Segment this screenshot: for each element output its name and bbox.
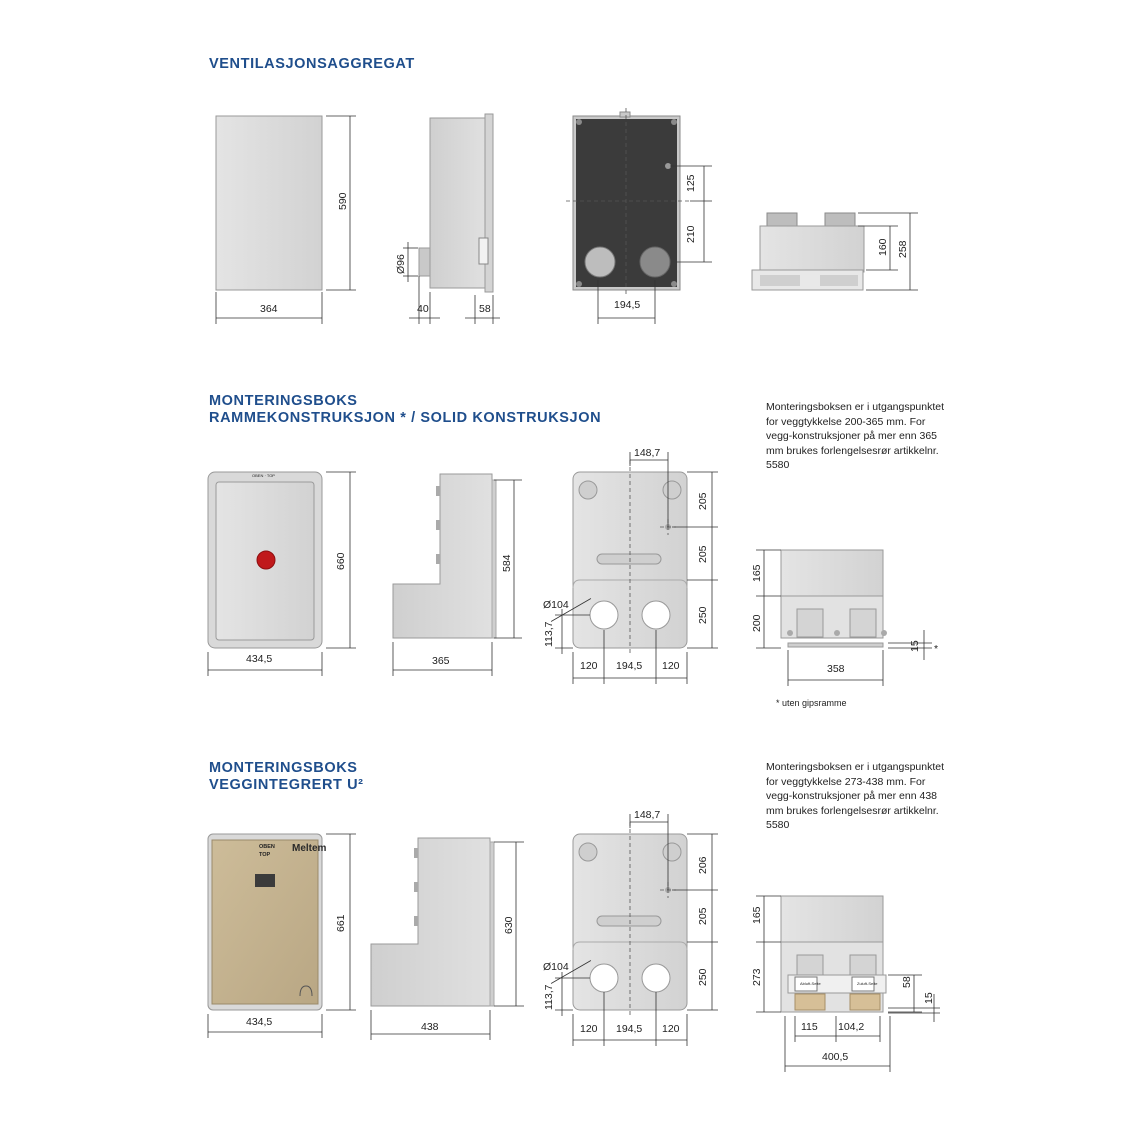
dim-box2-back-148-7: 148,7 bbox=[634, 809, 660, 821]
section-title-box2: MONTERINGSBOKS VEGGINTEGRERT U² bbox=[209, 760, 364, 794]
dim-unit-duct-diameter: Ø96 bbox=[395, 254, 407, 274]
box2-bottom-view bbox=[756, 895, 940, 1072]
dim-box2-back-194-5: 194,5 bbox=[616, 1023, 642, 1035]
dim-box1-back-120a: 120 bbox=[580, 660, 598, 672]
unit-front-view bbox=[215, 115, 356, 324]
dim-box1-side-584: 584 bbox=[501, 554, 513, 572]
dim-box2-bottom-273: 273 bbox=[751, 968, 763, 986]
unit-back-view bbox=[566, 108, 712, 324]
dim-box2-side-438: 438 bbox=[421, 1021, 439, 1033]
box2-label-abluft: Abluft-Seite bbox=[800, 981, 821, 986]
dim-box1-bottom-200: 200 bbox=[751, 614, 763, 632]
box2-side-view bbox=[370, 837, 524, 1040]
section-title-unit: VENTILASJONSAGGREGAT bbox=[209, 56, 415, 72]
dim-box2-back-205: 205 bbox=[697, 907, 709, 925]
dim-box2-width: 434,5 bbox=[246, 1016, 272, 1028]
dim-box2-bottom-115: 115 bbox=[801, 1021, 818, 1033]
dim-box2-bottom-58: 58 bbox=[901, 976, 913, 988]
dim-box1-back-d104: Ø104 bbox=[543, 599, 569, 611]
box1-side-view bbox=[392, 473, 522, 676]
dim-box1-back-250: 250 bbox=[697, 606, 709, 624]
dim-unit-side-58: 58 bbox=[479, 303, 491, 315]
dim-box2-bottom-104-2: 104,2 bbox=[838, 1021, 864, 1033]
box1-back-view bbox=[550, 452, 718, 684]
dim-box1-bottom-15: 15 bbox=[909, 640, 921, 652]
dim-box2-side-630: 630 bbox=[503, 916, 515, 934]
meltem-logo: Meltem bbox=[292, 843, 327, 854]
dim-unit-back-194-5: 194,5 bbox=[614, 299, 640, 311]
box2-front-view bbox=[207, 833, 356, 1038]
box2-back-view bbox=[550, 814, 718, 1046]
dim-box2-bottom-165: 165 bbox=[751, 906, 763, 924]
box1-front-view bbox=[207, 471, 356, 676]
dim-box2-bottom-15: 15 bbox=[923, 992, 935, 1004]
dim-box1-bottom-165: 165 bbox=[751, 564, 763, 582]
box2-title-line2: VEGGINTEGRERT U² bbox=[209, 777, 364, 793]
dim-unit-height: 590 bbox=[337, 192, 349, 210]
unit-bottom-view bbox=[751, 212, 918, 291]
dim-box1-back-205b: 205 bbox=[697, 545, 709, 563]
box1-title-line2: RAMMEKONSTRUKSJON * / SOLID KONSTRUKSJON bbox=[209, 410, 602, 426]
box1-top-label: OBEN · TOP bbox=[252, 473, 275, 478]
dim-unit-bottom-160: 160 bbox=[877, 238, 889, 256]
dim-unit-width: 364 bbox=[260, 303, 278, 315]
box1-title-line1: MONTERINGSBOKS bbox=[209, 393, 358, 409]
dim-box2-bottom-400-5: 400,5 bbox=[822, 1051, 848, 1063]
dim-box1-back-113-7: 113,7 bbox=[543, 621, 555, 647]
dim-box2-back-250: 250 bbox=[697, 968, 709, 986]
dim-box1-back-205a: 205 bbox=[697, 492, 709, 510]
box2-top-label: TOP bbox=[259, 852, 271, 858]
dim-box1-side-365: 365 bbox=[432, 655, 450, 667]
dim-box1-width: 434,5 bbox=[246, 653, 272, 665]
box1-note: Monteringsboksen er i utgangspunktet for… bbox=[766, 401, 945, 471]
dim-unit-bottom-258: 258 bbox=[897, 240, 909, 258]
section-title-box1: MONTERINGSBOKS RAMMEKONSTRUKSJON * / SOL… bbox=[209, 393, 601, 427]
dim-box2-back-d104: Ø104 bbox=[543, 961, 569, 973]
box2-label-zuluft: Zuluft-Seite bbox=[857, 981, 878, 986]
dim-unit-side-40: 40 bbox=[417, 303, 429, 315]
dim-box2-back-206: 206 bbox=[697, 856, 709, 874]
dim-box2-back-120b: 120 bbox=[662, 1023, 680, 1035]
dim-box2-height: 661 bbox=[335, 914, 347, 932]
box2-title-line1: MONTERINGSBOKS bbox=[209, 760, 358, 776]
dim-box1-back-148-7: 148,7 bbox=[634, 447, 660, 459]
dim-box1-back-120b: 120 bbox=[662, 660, 680, 672]
dim-box1-bottom-star: * bbox=[934, 643, 938, 655]
dim-unit-back-125: 125 bbox=[685, 174, 697, 192]
dim-box2-back-113-7: 113,7 bbox=[543, 984, 555, 1010]
dim-box1-back-194-5: 194,5 bbox=[616, 660, 642, 672]
dim-box1-bottom-358: 358 bbox=[827, 663, 845, 675]
box1-footnote: * uten gipsramme bbox=[776, 698, 847, 708]
unit-side-view bbox=[403, 113, 500, 324]
box1-bottom-view bbox=[756, 549, 932, 686]
box2-oben-label: OBEN bbox=[259, 844, 275, 850]
box2-note: Monteringsboksen er i utgangspunktet for… bbox=[766, 761, 945, 831]
dim-box2-back-120a: 120 bbox=[580, 1023, 598, 1035]
dim-unit-back-210: 210 bbox=[685, 225, 697, 243]
dim-box1-height: 660 bbox=[335, 552, 347, 570]
